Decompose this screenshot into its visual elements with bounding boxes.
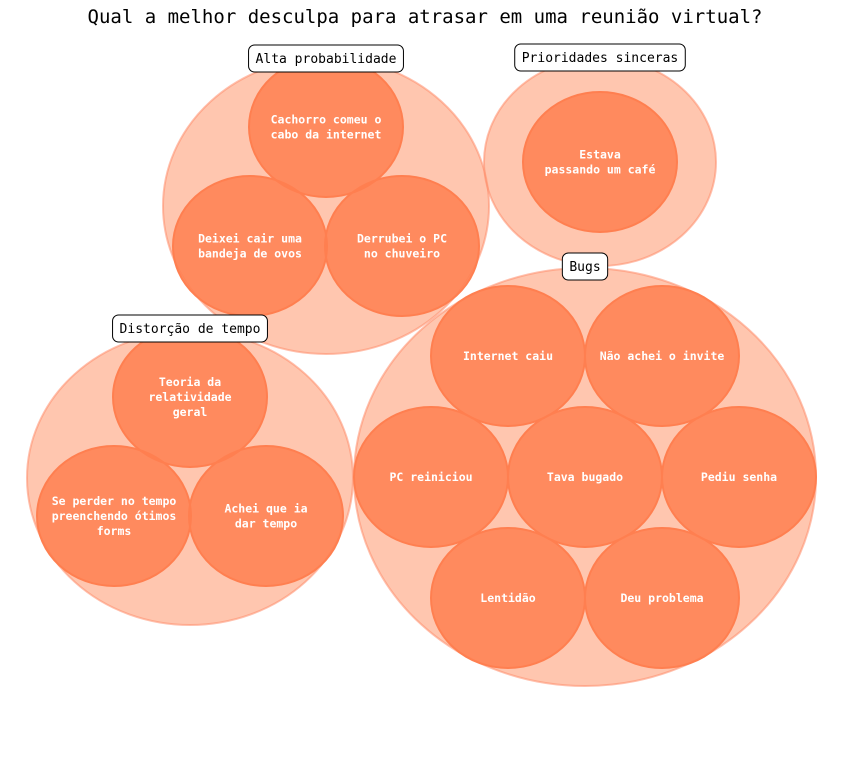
group-label: Prioridades sinceras [522,51,679,66]
item-label: Pediu senha [701,470,777,484]
group-label: Bugs [569,260,600,275]
item-label: Internet caiu [463,349,553,363]
item-label: Não achei o invite [600,349,725,363]
group-labels-layer: Alta probabilidade Prioridades sincerasDi… [112,43,686,343]
item-label: Lentidão [480,591,535,605]
item-label: Tava bugado [547,470,623,484]
group-label: Alta probabilidade [256,52,397,67]
item-label: Deu problema [620,591,703,605]
chart-title: Qual a melhor desculpa para atrasar em u… [88,6,763,28]
group-label: Distorção de tempo [120,322,261,337]
item-bubble [324,175,480,317]
group-label-box [561,252,609,281]
item-bubble [584,285,740,427]
item-bubble [522,91,678,233]
item-bubble [661,406,817,548]
item-bubble [584,527,740,669]
item-bubble [188,445,344,587]
item-label: PC reiniciou [389,470,472,484]
group-label-box [248,44,404,73]
group-label-box [112,314,268,343]
group-label-box [514,43,686,72]
